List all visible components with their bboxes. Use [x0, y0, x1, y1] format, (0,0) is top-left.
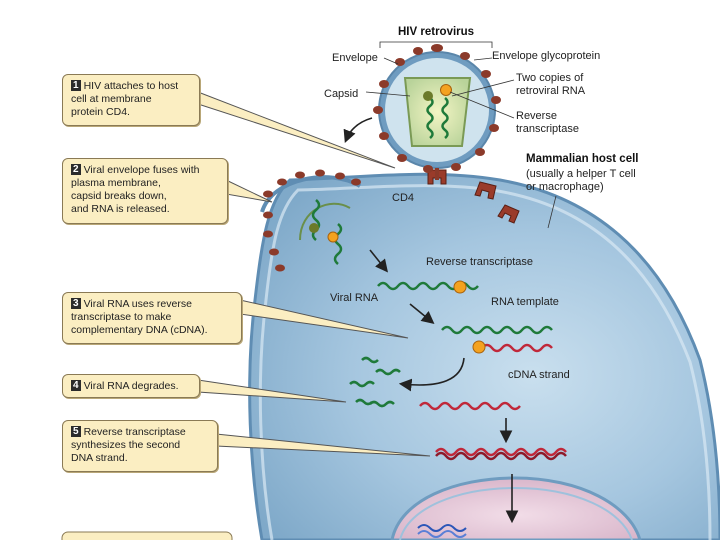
cd4-receptors [427, 169, 520, 224]
fused-envelope [260, 175, 362, 213]
label-pointers [365, 41, 557, 229]
cd4-label: CD4 [392, 192, 415, 204]
step-3-number: 3 [71, 298, 81, 309]
host-cell-title: Mammalian host cell [526, 153, 639, 165]
rna-template-label: RNA template [491, 296, 559, 308]
process-arrows [343, 117, 519, 524]
step-2-number: 2 [71, 164, 81, 175]
envelope-glycoprotein-label: Envelope glycoprotein [492, 50, 601, 62]
step-4-number: 4 [71, 380, 81, 391]
virus-title: HIV retrovirus [398, 26, 475, 38]
next-step-box-edge [61, 531, 233, 540]
step-5-text: Reverse transcriptase synthesizes the se… [71, 426, 186, 464]
single-cdna-strand [419, 401, 521, 411]
capsid-label: Capsid [324, 88, 359, 100]
plasma-membrane-inner [258, 184, 712, 540]
degraded-rna-fragments [349, 356, 401, 408]
hiv-virion [373, 44, 501, 173]
fused-envelope-glycoproteins [263, 169, 361, 272]
reverse-transcriptase-enzyme [453, 280, 467, 294]
rna-copies-label: Two copies of retroviral RNA [516, 72, 586, 97]
nucleus [390, 476, 642, 540]
step-1-text: HIV attaches to host cell at membrane pr… [71, 80, 179, 118]
double-stranded-dna [435, 447, 567, 461]
cdna-strand [481, 343, 553, 353]
step-3-text: Viral RNA uses reverse transcriptase to … [71, 298, 208, 336]
step-4-text: Viral RNA degrades. [83, 380, 179, 392]
step-5-number: 5 [71, 426, 81, 437]
host-cell-subtitle: (usually a helper T cell or macrophage) [526, 168, 636, 193]
rna-template-strand [441, 325, 553, 335]
cdna-strand-label: cDNA strand [508, 369, 570, 381]
step-1-number: 1 [71, 80, 81, 91]
step-2-text: Viral envelope fuses with plasma membran… [71, 164, 200, 215]
virus-reverse-transcriptase-label: Reverse transcriptase [516, 110, 579, 135]
nuclear-dna [417, 524, 467, 538]
viral-rna-label: Viral RNA [330, 292, 379, 304]
reverse-transcriptase-label: Reverse transcriptase [426, 256, 533, 268]
envelope-label: Envelope [332, 52, 378, 64]
